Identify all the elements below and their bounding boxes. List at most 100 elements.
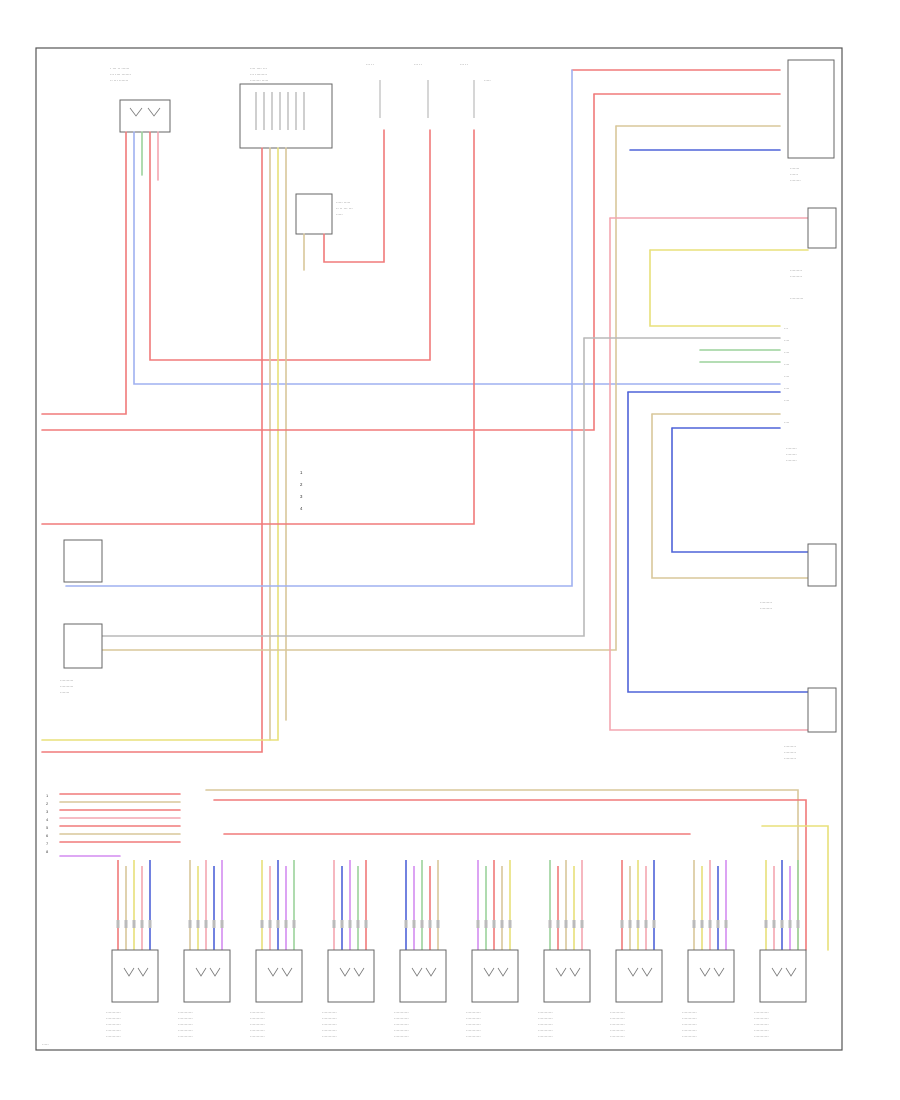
svg-text:········: ········ xyxy=(786,458,797,463)
svg-text:···········: ··········· xyxy=(178,1016,193,1021)
svg-text:····: ···· xyxy=(784,350,789,355)
legend-num-2: 2 xyxy=(300,482,303,487)
svg-text:···: ··· xyxy=(784,326,788,331)
bottom-sensor: ········································… xyxy=(178,860,231,1039)
svg-text:···········: ··········· xyxy=(682,1022,697,1027)
svg-text:···········: ··········· xyxy=(466,1028,481,1033)
bottom-sensor: ········································… xyxy=(394,860,447,1039)
svg-text:···········: ··········· xyxy=(610,1034,625,1039)
svg-text:···········: ··········· xyxy=(754,1016,769,1021)
svg-text:··········: ·········· xyxy=(60,678,73,683)
svg-text:···········: ··········· xyxy=(394,1016,409,1021)
svg-text:··· ·········: ··· ········· xyxy=(250,72,267,77)
svg-text:···········: ··········· xyxy=(394,1034,409,1039)
legend-num-4: 4 xyxy=(300,506,303,511)
bottom-sensor: ········································… xyxy=(250,860,303,1039)
svg-text:···········: ··········· xyxy=(250,1022,265,1027)
svg-text:···········: ··········· xyxy=(754,1034,769,1039)
bottom-sensor: ········································… xyxy=(466,860,519,1039)
svg-text:·····: ····· xyxy=(336,212,343,217)
svg-text:···········: ··········· xyxy=(610,1028,625,1033)
svg-text:···········: ··········· xyxy=(106,1016,121,1021)
fuse-group-top: ··· ·· ··· ·· ··· ·· ····· xyxy=(41,62,491,525)
svg-text:···········: ··········· xyxy=(610,1016,625,1021)
svg-text:···········: ··········· xyxy=(106,1010,121,1015)
bottom-sensor: ········································… xyxy=(682,860,735,1039)
svg-text:········: ········ xyxy=(786,446,797,451)
svg-text:····: ···· xyxy=(784,398,789,403)
top-left-sensor-wires xyxy=(41,129,781,415)
svg-text:·········: ········· xyxy=(790,268,802,273)
right-module-bottom: ··························· xyxy=(784,687,837,761)
svg-text:·········: ········· xyxy=(784,750,796,755)
bottom-sensor: ········································… xyxy=(322,860,375,1039)
relay-box: ····· ······· ·· ··· ········ xyxy=(295,129,385,271)
svg-text:···········: ··········· xyxy=(682,1034,697,1039)
svg-text:···········: ··········· xyxy=(322,1010,337,1015)
svg-text:·········: ········· xyxy=(760,606,772,611)
svg-text:···········: ··········· xyxy=(106,1034,121,1039)
svg-text:··· ··: ··· ·· xyxy=(366,62,374,67)
svg-text:·······: ······· xyxy=(60,690,69,695)
connector-number: 1 xyxy=(46,793,49,798)
svg-text:···········: ··········· xyxy=(682,1010,697,1015)
svg-text:·····: ····· xyxy=(484,78,491,83)
bottom-sensor: ········································… xyxy=(538,860,591,1039)
svg-text:···········: ··········· xyxy=(250,1028,265,1033)
svg-text:···········: ··········· xyxy=(322,1022,337,1027)
svg-text:··········: ·········· xyxy=(790,296,803,301)
svg-text:···········: ··········· xyxy=(178,1028,193,1033)
right-connector-mid: ···························· xyxy=(790,207,837,301)
connector-number: 7 xyxy=(46,841,49,846)
svg-text:···········: ··········· xyxy=(754,1022,769,1027)
svg-text:···········: ··········· xyxy=(178,1022,193,1027)
svg-text:···········: ··········· xyxy=(250,1034,265,1039)
svg-text:···········: ··········· xyxy=(538,1022,553,1027)
svg-text:····: ···· xyxy=(784,362,789,367)
svg-text:····: ···· xyxy=(784,374,789,379)
svg-text:···········: ··········· xyxy=(322,1028,337,1033)
svg-text:···········: ··········· xyxy=(682,1028,697,1033)
legend: 1 2 3 4 xyxy=(300,470,303,511)
svg-text:···········: ··········· xyxy=(178,1010,193,1015)
svg-text:··· ··: ··· ·· xyxy=(414,62,422,67)
bottom-bus-wires xyxy=(59,789,829,951)
svg-text:···········: ··········· xyxy=(466,1010,481,1015)
svg-text:········: ········ xyxy=(790,178,801,183)
diagram-frame xyxy=(35,47,843,1051)
svg-text:···········: ··········· xyxy=(754,1028,769,1033)
svg-text:···········: ··········· xyxy=(610,1010,625,1015)
left-module-upper xyxy=(63,539,103,583)
svg-text:·· ··· ·······: ·· ··· ······· xyxy=(110,78,128,83)
top-center-connector: ···· ···· ······ ················· ····· xyxy=(239,66,333,149)
svg-text:······: ······ xyxy=(790,172,798,177)
right-connector-pins: ······························· ········… xyxy=(784,326,797,463)
svg-text:···········: ··········· xyxy=(466,1016,481,1021)
connector-number: 3 xyxy=(46,809,49,814)
svg-text:···········: ··········· xyxy=(610,1022,625,1027)
right-module-lower: ·················· xyxy=(760,543,837,611)
svg-text:···········: ··········· xyxy=(394,1028,409,1033)
bottom-sensor: ········································… xyxy=(106,860,159,1039)
svg-text:···········: ··········· xyxy=(538,1028,553,1033)
connector-number: 4 xyxy=(46,817,49,822)
bottom-sensor: ········································… xyxy=(610,860,663,1039)
svg-text:· ··· ·· ······: · ··· ·· ······ xyxy=(110,66,129,71)
svg-text:····: ···· xyxy=(784,420,789,425)
bottom-sensor: ········································… xyxy=(754,860,807,1039)
svg-text:···········: ··········· xyxy=(466,1034,481,1039)
svg-text:···········: ··········· xyxy=(322,1034,337,1039)
legend-num-3: 3 xyxy=(300,494,303,499)
connector-number: 2 xyxy=(46,801,49,806)
svg-text:·········: ········· xyxy=(784,756,796,761)
svg-text:···· ···· ···: ···· ···· ··· xyxy=(250,66,267,71)
svg-text:····: ···· xyxy=(784,338,789,343)
top-center-wires xyxy=(41,147,287,753)
svg-text:···········: ··········· xyxy=(466,1022,481,1027)
svg-text:··· ··: ··· ·· xyxy=(460,62,468,67)
right-switch-top: ····················· xyxy=(787,59,835,183)
svg-text:····· ·····: ····· ····· xyxy=(336,200,350,205)
svg-text:···········: ··········· xyxy=(250,1016,265,1021)
